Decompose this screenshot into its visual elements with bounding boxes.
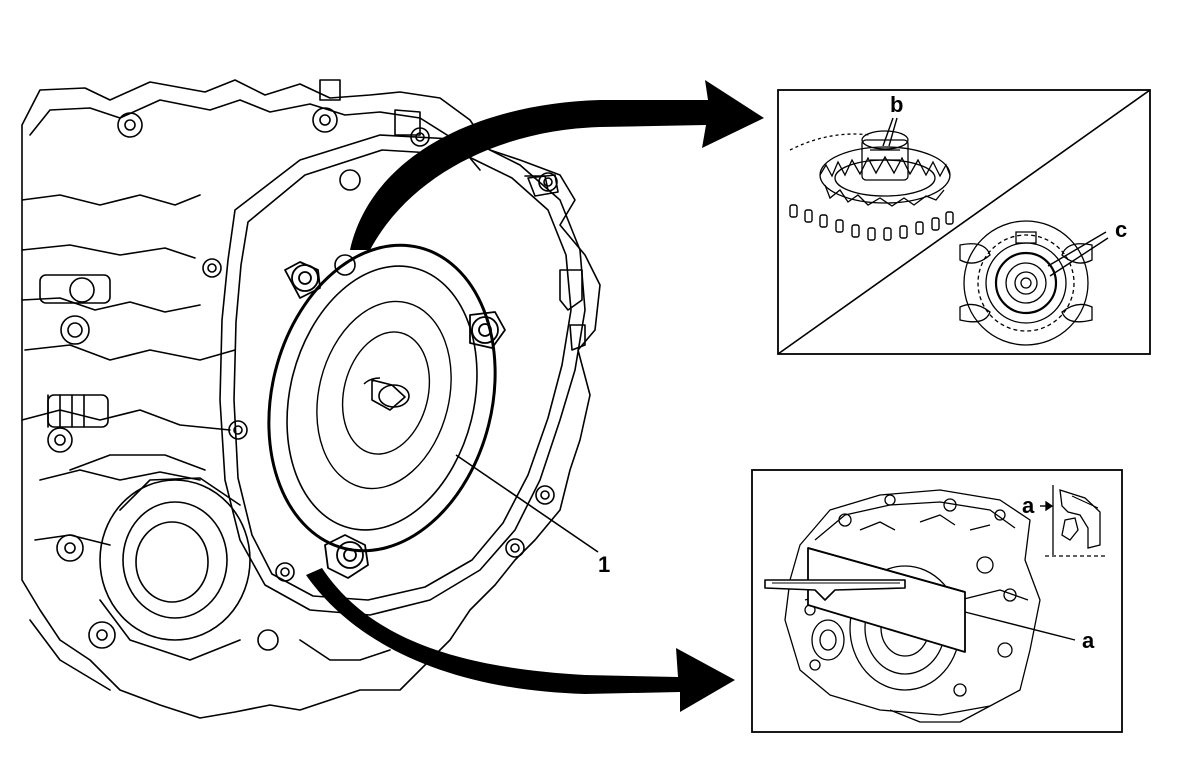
detail-panel-bottom: a a <box>751 469 1123 733</box>
transaxle-housing-drawing <box>21 79 601 719</box>
converter-hub-view <box>959 220 1109 346</box>
leader-line-part-1 <box>455 454 599 553</box>
curved-arrow-icon <box>306 568 735 712</box>
callout-part-1: 1 <box>598 552 610 577</box>
callout-c: c <box>1115 217 1127 242</box>
detail-panel-top: b c <box>777 89 1151 355</box>
callout-a-left: a <box>1022 493 1035 518</box>
cross-section-inset <box>1040 485 1105 557</box>
transaxle-measurement-view <box>764 489 1076 723</box>
callout-b: b <box>890 92 903 117</box>
curved-arrow-icon <box>350 80 764 250</box>
torque-converter <box>267 243 506 579</box>
splined-hub-view <box>789 117 954 241</box>
callout-a-right: a <box>1082 628 1095 653</box>
